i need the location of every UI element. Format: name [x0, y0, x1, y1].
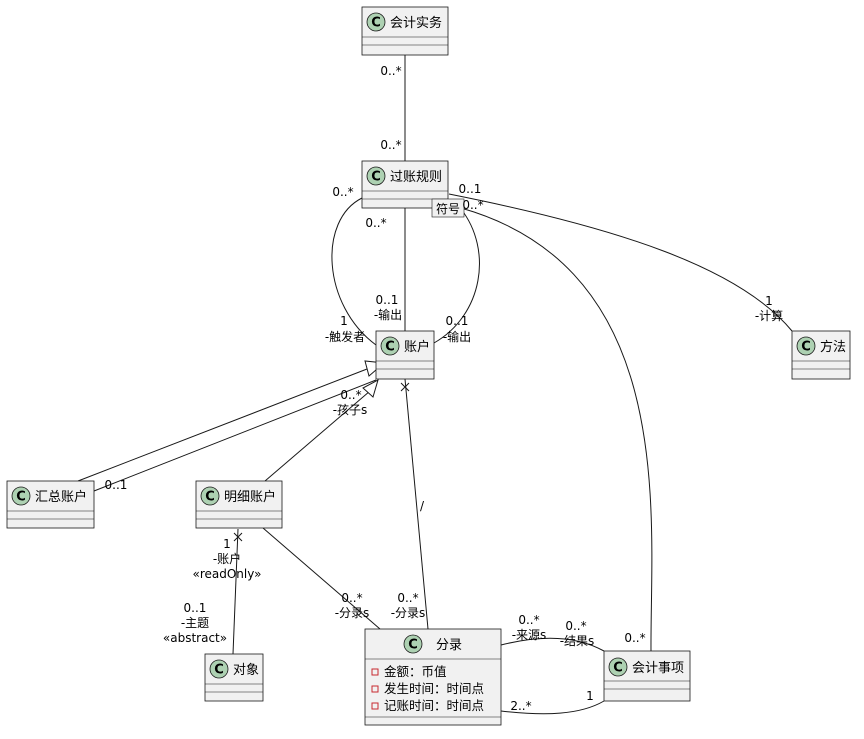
- edge-summary-children: [93, 379, 377, 492]
- attribute-fashengshijian: 发生时间：时间点: [384, 681, 484, 696]
- role-rule-method: -计算: [755, 308, 783, 323]
- derived-marker: /: [420, 499, 425, 513]
- mult-practice-rule-src: 0..*: [380, 64, 401, 78]
- edge-summary-generalization: [77, 368, 368, 482]
- edge-rule-event: [460, 207, 653, 652]
- stereotype-readonly: «readOnly»: [193, 567, 262, 581]
- class-icon: [403, 634, 423, 654]
- attribute-jine: 金额：币值: [384, 664, 447, 679]
- class-name: 汇总账户: [35, 489, 87, 505]
- class-huizongzhanghu[interactable]: C 汇总账户: [6, 480, 95, 529]
- mult-rule-method-src: 0..1: [459, 182, 482, 196]
- class-icon-letter: C: [613, 661, 623, 676]
- edge-entry-event-top: [500, 637, 605, 652]
- class-name: 明细账户: [224, 489, 276, 505]
- nav-x-account-entry: [400, 382, 410, 392]
- class-name: 过账规则: [390, 170, 442, 185]
- class-icon: [366, 12, 386, 32]
- class-kuaijishiwu[interactable]: C 会计实务: [361, 6, 449, 56]
- class-name: 会计实务: [390, 15, 442, 31]
- edge-account-entry: [404, 378, 429, 630]
- class-mingxizhanghu[interactable]: C 明细账户: [195, 480, 283, 529]
- qualifier-fuhao: 符号: [431, 198, 465, 218]
- class-name: 账户: [404, 339, 430, 355]
- class-name: 对象: [233, 663, 259, 678]
- mult-summary-children-src: 0..1: [105, 478, 128, 492]
- class-icon-letter: C: [16, 490, 26, 505]
- role-account-entry: -分录s: [391, 606, 426, 620]
- class-icon: [11, 486, 31, 506]
- edge-detail-generalization: [264, 390, 371, 482]
- mult-rule-trigger-dst: 1: [340, 314, 348, 328]
- mult-detail-object-dst: 0..1: [184, 601, 207, 615]
- attribute-jizhangshijian: 记账时间：时间点: [384, 698, 484, 713]
- class-fangfa[interactable]: C 方法: [791, 330, 851, 380]
- class-icon: [796, 336, 816, 356]
- mult-rule-trigger-src: 0..*: [332, 185, 353, 199]
- class-icon-letter: C: [371, 16, 381, 31]
- mult-entry-event-result: 0..*: [565, 619, 586, 633]
- mult-entry-event-source: 0..*: [518, 613, 539, 627]
- class-icon-letter: C: [371, 170, 381, 185]
- class-icon-letter: C: [214, 663, 224, 678]
- class-zhanghu[interactable]: C 账户: [375, 330, 435, 380]
- role-detail-object-src: -账户: [213, 551, 241, 566]
- role-rule-qualified-output: -输出: [443, 329, 471, 344]
- class-icon: [380, 336, 400, 356]
- private-visibility-icon: [371, 685, 379, 693]
- stereotype-abstract: «abstract»: [163, 631, 227, 645]
- nav-x-detail-object: [233, 532, 243, 542]
- role-rule-output: -输出: [374, 307, 402, 322]
- mult-rule-output-src: 0..*: [365, 216, 386, 230]
- role-summary-children: -孩子s: [333, 403, 368, 417]
- class-name: 方法: [820, 339, 846, 355]
- edge-rule-trigger: [331, 197, 377, 346]
- role-detail-object-dst: -主题: [181, 616, 209, 630]
- mult-detail-entry: 0..*: [341, 591, 362, 605]
- class-kuaijishixiang[interactable]: C 会计事项: [603, 650, 691, 702]
- mult-rule-output-dst: 0..1: [376, 293, 399, 307]
- class-icon: [209, 659, 229, 679]
- mult-detail-object-src: 1: [223, 537, 231, 551]
- generalization-arrow-detail: [362, 378, 379, 398]
- mult-rule-event-dst: 0..*: [624, 631, 645, 645]
- class-icon: [200, 486, 220, 506]
- mult-entry-event-2-dst: 1: [586, 689, 594, 703]
- mult-summary-children: 0..*: [340, 388, 361, 402]
- class-icon-letter: C: [801, 340, 811, 355]
- role-rule-trigger: -触发者: [325, 329, 365, 344]
- class-icon-letter: C: [408, 638, 418, 653]
- class-name: 会计事项: [632, 661, 684, 676]
- private-visibility-icon: [371, 702, 379, 710]
- role-detail-entry: -分录s: [335, 606, 370, 620]
- mult-rule-qualified-output-dst: 0..1: [446, 314, 469, 328]
- edge-detail-entry: [262, 527, 381, 630]
- edge-detail-object: [232, 528, 239, 655]
- class-duixiang[interactable]: C 对象: [204, 653, 264, 702]
- edge-rule-qualified-output: [433, 208, 480, 344]
- role-entry-event-source: -来源s: [512, 628, 547, 642]
- svg-text:符号: 符号: [436, 201, 460, 216]
- edge-entry-event-bottom: [500, 700, 605, 715]
- mult-rule-event-src: 0..*: [462, 198, 483, 212]
- mult-rule-method-dst: 1: [765, 294, 773, 308]
- class-icon-letter: C: [385, 340, 395, 355]
- mult-practice-rule-dst: 0..*: [380, 138, 401, 152]
- class-icon-letter: C: [205, 490, 215, 505]
- edge-rule-method: [448, 193, 793, 332]
- mult-entry-event-2-src: 2..*: [510, 699, 531, 713]
- class-name: 分录: [436, 638, 462, 653]
- role-entry-event-result: -结果s: [560, 634, 595, 648]
- class-icon: [608, 657, 628, 677]
- class-fenlu[interactable]: C 分录 金额：币值 发生时间：时间点 记账时间：时间点: [364, 628, 502, 726]
- private-visibility-icon: [371, 668, 379, 676]
- mult-account-entry: 0..*: [397, 591, 418, 605]
- class-icon: [366, 166, 386, 186]
